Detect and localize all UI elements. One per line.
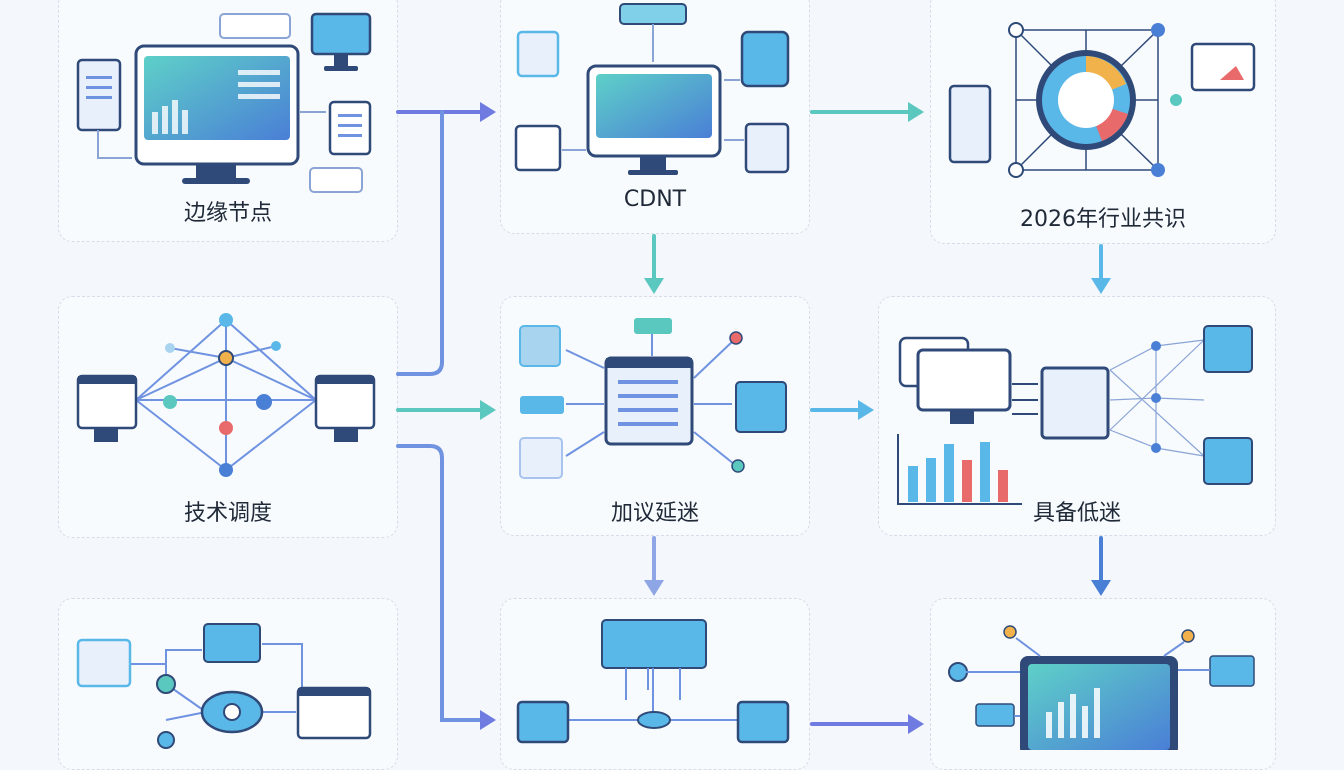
- arrowhead-latency-to-low: [858, 400, 874, 420]
- document-icon: [744, 122, 790, 174]
- arrowhead-edge-to-cdnt: [480, 102, 496, 122]
- node-dot: [1151, 163, 1165, 177]
- tablet-icon: [740, 30, 790, 88]
- illustration-add-latency: [519, 318, 787, 479]
- node-dot: [948, 662, 968, 682]
- illustration-bottom-center: [516, 619, 790, 744]
- diagram-canvas: [76, 3, 1256, 750]
- tag-icon: [309, 167, 363, 193]
- document-icon: [76, 58, 122, 132]
- tag-icon: [975, 703, 1015, 727]
- node-dot: [163, 395, 177, 409]
- arrowhead-cdnt-to-consensus: [908, 102, 924, 122]
- node-dot: [1151, 393, 1161, 403]
- node-dot: [1181, 629, 1195, 643]
- monitor-icon: [516, 700, 570, 744]
- document-icon: [1203, 325, 1253, 373]
- header-bar: [619, 3, 687, 25]
- label-low-latency: 具备低迷: [1032, 501, 1121, 526]
- illustration-cdnt: [514, 3, 790, 175]
- node-dot: [729, 331, 743, 345]
- arrowhead-tech-to-latency: [480, 400, 496, 420]
- illustration-bottom-left: [76, 623, 372, 749]
- label-consensus: 2026年行业共识: [1020, 207, 1186, 232]
- monitor-icon: [736, 700, 790, 744]
- trunk-down: [396, 444, 482, 722]
- window-icon: [604, 356, 694, 446]
- chart-window-icon: [1190, 42, 1256, 92]
- arrowhead-bottom-center-to-right: [908, 714, 924, 734]
- document-icon: [203, 623, 261, 663]
- illustration-low-latency: [897, 325, 1253, 505]
- arrowhead-low-down: [1091, 580, 1111, 596]
- illustration-bottom-right: [948, 625, 1255, 750]
- node-dot: [731, 459, 745, 473]
- node-dot: [1008, 22, 1024, 38]
- label-edge-nodes: 边缘节点: [183, 201, 272, 226]
- node-dot: [219, 421, 233, 435]
- node-dot: [165, 343, 175, 353]
- document-icon: [519, 437, 563, 479]
- node-dot: [219, 463, 233, 477]
- node-dot: [1151, 341, 1161, 351]
- window-icon: [76, 638, 132, 688]
- document-icon: [514, 124, 562, 172]
- node-dot: [1151, 443, 1161, 453]
- node-dot: [1003, 625, 1017, 639]
- window-icon: [1040, 366, 1110, 440]
- arrowhead-latency-down: [644, 580, 664, 596]
- tag-icon: [634, 318, 672, 334]
- node-dot: [1151, 23, 1165, 37]
- label-cdnt: CDNT: [623, 187, 687, 212]
- node-dot: [271, 341, 281, 351]
- node-dot: [219, 313, 233, 327]
- document-icon: [328, 100, 372, 156]
- illustration-edge-nodes: [76, 12, 372, 193]
- node-dot: [256, 394, 272, 410]
- node-dot: [218, 350, 234, 366]
- document-icon: [516, 30, 560, 78]
- document-icon: [1203, 437, 1253, 485]
- monitor-icon: [916, 348, 1012, 412]
- tag-icon: [1209, 655, 1255, 687]
- node-dot: [156, 674, 176, 694]
- label-tech-scheduling: 技术调度: [183, 501, 272, 526]
- document-icon: [735, 381, 787, 433]
- small-monitor-icon: [310, 12, 372, 56]
- illustration-tech-scheduling: [76, 313, 376, 477]
- node-dot: [1008, 162, 1024, 178]
- document-icon: [519, 325, 561, 367]
- arrowhead-consensus-down: [1091, 278, 1111, 294]
- server-icon: [948, 84, 992, 164]
- label-add-latency: 加议延迷: [610, 501, 699, 526]
- trunk-up: [396, 110, 444, 376]
- illustration-consensus: [948, 22, 1256, 178]
- connectors: [396, 102, 1111, 734]
- tag-icon: [520, 396, 564, 414]
- bar-chart-icon: [897, 434, 1022, 505]
- tag-icon: [219, 13, 291, 39]
- display-panel: [601, 619, 707, 669]
- arrowhead-trunk-down: [480, 710, 496, 730]
- arrowhead-cdnt-down: [644, 278, 664, 294]
- node-dot: [157, 731, 175, 749]
